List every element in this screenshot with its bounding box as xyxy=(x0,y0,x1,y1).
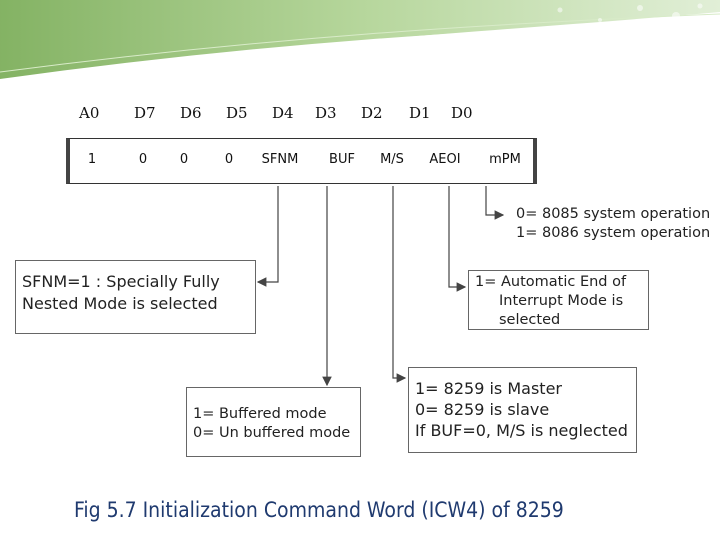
register-cell-buf: BUF xyxy=(329,152,355,167)
aeoi-line: selected xyxy=(499,312,561,328)
register-cell-a0: 1 xyxy=(87,152,97,167)
ms-line: If BUF=0, M/S is neglected xyxy=(415,421,628,440)
buf-line: 1= Buffered mode xyxy=(193,406,327,422)
register-cell-aeoi: AEOI xyxy=(429,152,461,167)
bit-label-a0: A0 xyxy=(79,104,100,122)
aeoi-line: Interrupt Mode is xyxy=(499,293,624,309)
ms-line: 1= 8259 is Master xyxy=(415,379,562,398)
sfnm-line: Nested Mode is selected xyxy=(22,294,218,313)
bit-label-d0: D0 xyxy=(451,104,473,122)
buf-description-box: 1= Buffered mode 0= Un buffered mode xyxy=(186,387,361,457)
upm-note-line: 1= 8086 system operation xyxy=(516,225,711,241)
register-cell-d6: 0 xyxy=(179,152,189,167)
figure-caption: Fig 5.7 Initialization Command Word (ICW… xyxy=(74,498,564,522)
bit-label-d4: D4 xyxy=(272,104,294,122)
register-cell-upm: mPM xyxy=(489,152,521,167)
bit-label-d2: D2 xyxy=(361,104,383,122)
ms-description-box: 1= 8259 is Master 0= 8259 is slave If BU… xyxy=(408,367,637,453)
register-cell-sfnm: SFNM xyxy=(261,152,299,167)
sfnm-line: SFNM=1 : Specially Fully xyxy=(22,272,220,291)
register-cell-ms: M/S xyxy=(380,152,404,167)
upm-note-line: 0= 8085 system operation xyxy=(516,206,711,222)
upm-note: 0= 8085 system operation 1= 8086 system … xyxy=(516,205,710,243)
ms-line: 0= 8259 is slave xyxy=(415,400,550,419)
bit-label-d1: D1 xyxy=(409,104,431,122)
bit-label-d6: D6 xyxy=(180,104,202,122)
decorative-banner xyxy=(0,0,720,81)
aeoi-line: 1= Automatic End of xyxy=(475,274,627,290)
sfnm-description-box: SFNM=1 : Specially Fully Nested Mode is … xyxy=(15,260,256,334)
buf-line: 0= Un buffered mode xyxy=(193,425,351,441)
register-cell-d7: 0 xyxy=(138,152,148,167)
bit-label-d7: D7 xyxy=(134,104,156,122)
icw4-register xyxy=(66,138,537,184)
aeoi-description-box: 1= Automatic End of Interrupt Mode is se… xyxy=(468,270,649,330)
bit-label-d5: D5 xyxy=(226,104,248,122)
bit-label-d3: D3 xyxy=(315,104,337,122)
register-cell-d5: 0 xyxy=(224,152,234,167)
